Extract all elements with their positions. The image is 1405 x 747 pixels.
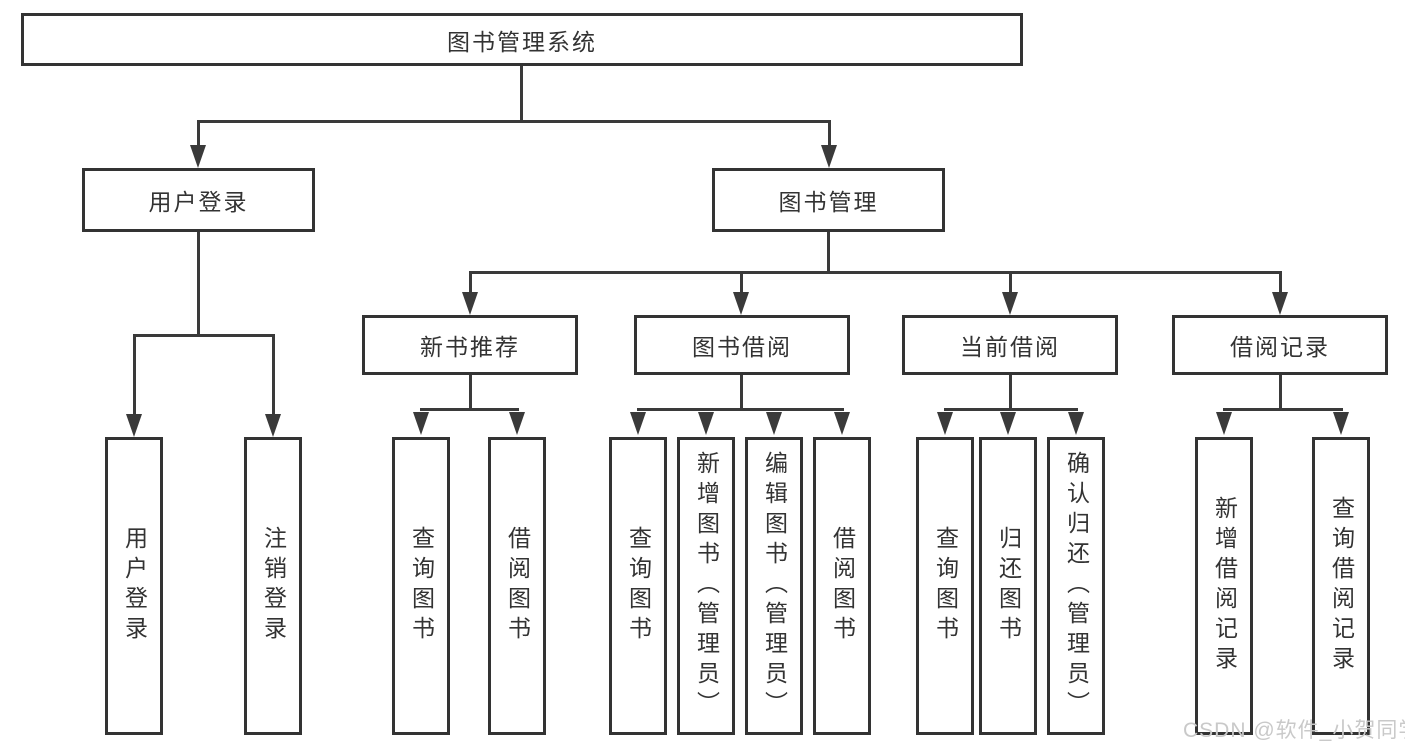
leaf-query-books-current: 查询图书 — [916, 437, 974, 735]
arrow-down-icon — [126, 414, 142, 437]
arrow-down-icon — [509, 412, 525, 435]
arrow-down-icon — [937, 412, 953, 435]
node-user-login: 用户登录 — [82, 168, 315, 232]
arrow-down-icon — [1272, 292, 1288, 315]
arrow-down-icon — [1002, 292, 1018, 315]
connector-vline — [520, 66, 523, 123]
leaf-borrow-books-borrow: 借阅图书 — [813, 437, 871, 735]
connector-vline — [1009, 271, 1012, 295]
node-user-login-label: 用户登录 — [148, 189, 249, 215]
leaf-return-book: 归还图书 — [979, 437, 1037, 735]
arrow-down-icon — [1068, 412, 1084, 435]
leaf-user-login: 用户登录 — [105, 437, 163, 735]
node-library-system: 图书管理系统 — [21, 13, 1023, 66]
node-book-management: 图书管理 — [712, 168, 945, 232]
leaf-logout-label: 注销登录 — [260, 526, 287, 646]
node-new-book-recommend-label: 新书推荐 — [420, 334, 520, 360]
connector-vline — [133, 334, 136, 416]
leaf-query-books-borrow: 查询图书 — [609, 437, 667, 735]
leaf-query-books-current-label: 查询图书 — [932, 526, 959, 646]
leaf-confirm-return-admin-label: 确认归还（管理员） — [1063, 451, 1090, 721]
connector-hline — [133, 334, 274, 337]
arrow-down-icon — [462, 292, 478, 315]
leaf-edit-book-admin-label: 编辑图书（管理员） — [761, 451, 788, 721]
connector-hline — [197, 120, 831, 123]
leaf-query-books-newbook-label: 查询图书 — [408, 526, 435, 646]
node-current-borrow: 当前借阅 — [902, 315, 1118, 375]
node-new-book-recommend: 新书推荐 — [362, 315, 578, 375]
arrow-down-icon — [733, 292, 749, 315]
arrow-down-icon — [1333, 412, 1349, 435]
arrow-down-icon — [265, 414, 281, 437]
connector-hline — [637, 408, 844, 411]
connector-vline — [740, 271, 743, 295]
leaf-user-login-label: 用户登录 — [121, 526, 148, 646]
arrow-down-icon — [630, 412, 646, 435]
leaf-query-books-newbook: 查询图书 — [392, 437, 450, 735]
leaf-add-book-admin: 新增图书（管理员） — [677, 437, 735, 735]
arrow-down-icon — [821, 145, 837, 168]
watermark: CSDN @软件_小贺同学 — [1183, 719, 1405, 742]
arrow-down-icon — [1000, 412, 1016, 435]
connector-vline — [1009, 375, 1012, 411]
leaf-add-borrow-record-label: 新增借阅记录 — [1211, 496, 1238, 676]
connector-vline — [272, 334, 275, 416]
arrow-down-icon — [190, 145, 206, 168]
leaf-query-books-borrow-label: 查询图书 — [625, 526, 652, 646]
leaf-return-book-label: 归还图书 — [995, 526, 1022, 646]
connector-vline — [740, 375, 743, 411]
arrow-down-icon — [1216, 412, 1232, 435]
connector-vline — [469, 375, 472, 411]
leaf-borrow-books-newbook-label: 借阅图书 — [504, 526, 531, 646]
leaf-edit-book-admin: 编辑图书（管理员） — [745, 437, 803, 735]
leaf-add-book-admin-label: 新增图书（管理员） — [693, 451, 720, 721]
connector-hline — [420, 408, 519, 411]
connector-vline — [197, 120, 200, 149]
connector-vline — [1279, 375, 1282, 411]
leaf-borrow-books-borrow-label: 借阅图书 — [829, 526, 856, 646]
connector-vline — [827, 232, 830, 274]
node-book-management-label: 图书管理 — [778, 189, 879, 215]
leaf-query-borrow-record-label: 查询借阅记录 — [1328, 496, 1355, 676]
arrow-down-icon — [766, 412, 782, 435]
connector-vline — [828, 120, 831, 149]
connector-hline — [1223, 408, 1343, 411]
arrow-down-icon — [834, 412, 850, 435]
leaf-borrow-books-newbook: 借阅图书 — [488, 437, 546, 735]
leaf-logout: 注销登录 — [244, 437, 302, 735]
node-library-system-label: 图书管理系统 — [447, 28, 597, 55]
node-borrow-records-label: 借阅记录 — [1230, 334, 1330, 360]
node-book-borrow: 图书借阅 — [634, 315, 850, 375]
connector-hline — [469, 271, 1281, 274]
leaf-query-borrow-record: 查询借阅记录 — [1312, 437, 1370, 735]
arrow-down-icon — [698, 412, 714, 435]
node-current-borrow-label: 当前借阅 — [960, 334, 1060, 360]
connector-hline — [944, 408, 1078, 411]
connector-vline — [469, 271, 472, 295]
node-book-borrow-label: 图书借阅 — [692, 334, 792, 360]
connector-vline — [197, 232, 200, 337]
node-borrow-records: 借阅记录 — [1172, 315, 1388, 375]
leaf-confirm-return-admin: 确认归还（管理员） — [1047, 437, 1105, 735]
connector-vline — [1279, 271, 1282, 295]
leaf-add-borrow-record: 新增借阅记录 — [1195, 437, 1253, 735]
arrow-down-icon — [413, 412, 429, 435]
